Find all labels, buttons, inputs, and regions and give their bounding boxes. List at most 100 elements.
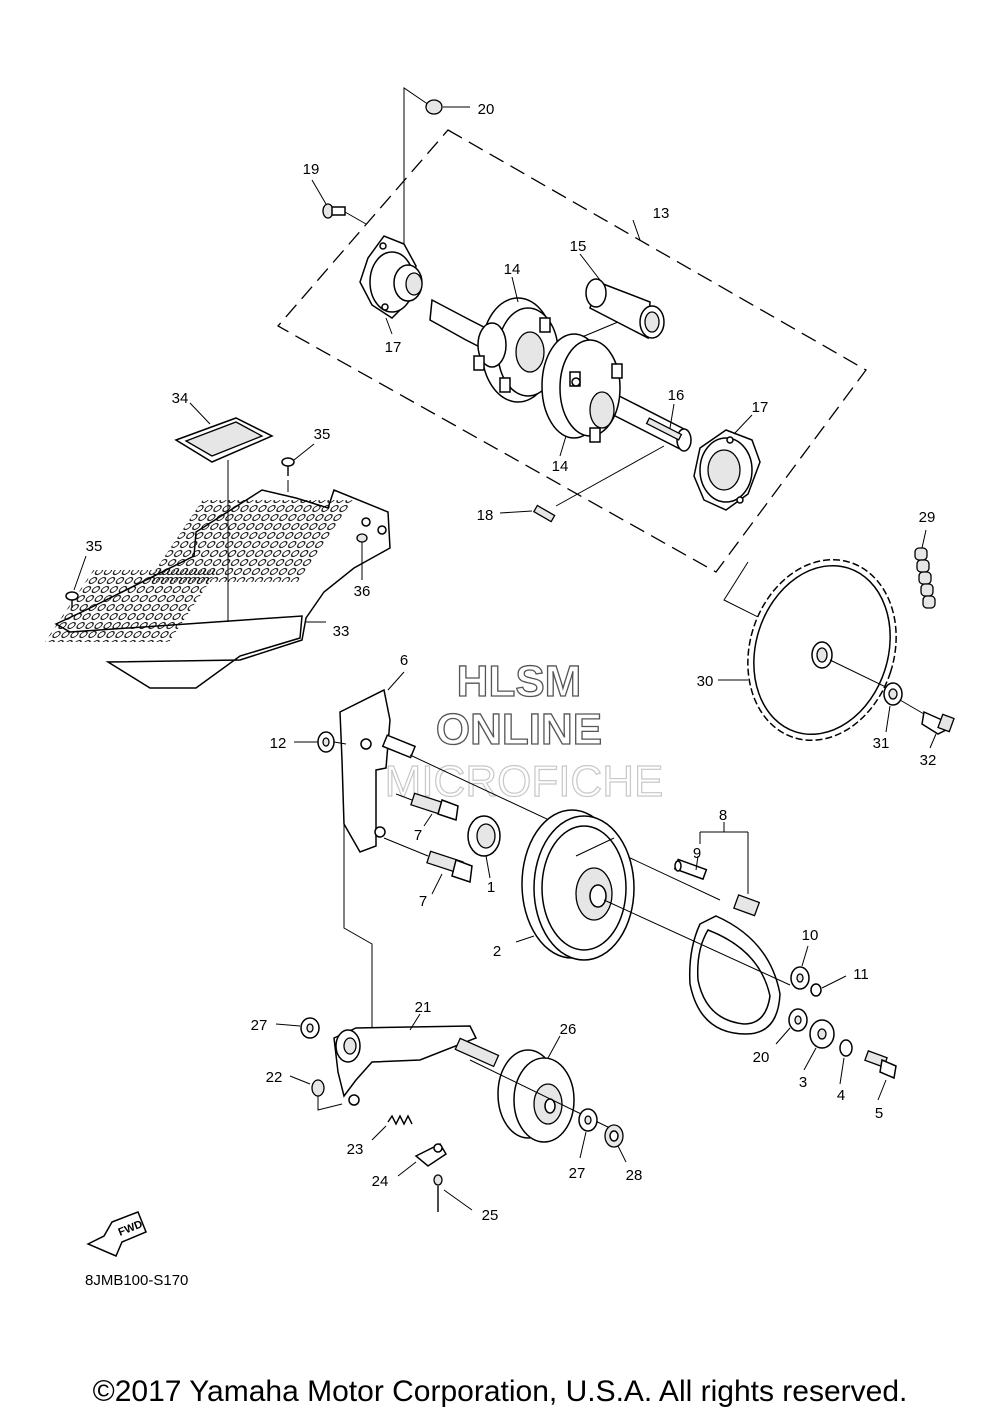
callout-19: 19: [303, 161, 320, 178]
clip-11: [810, 975, 847, 997]
shaft-assembly: [276, 87, 867, 573]
bolt-19: [311, 179, 367, 225]
callout-5: 5: [875, 1105, 883, 1122]
callout-8: 8: [719, 807, 727, 824]
bolt-5: [864, 1050, 897, 1101]
spring-23: [348, 1094, 413, 1141]
cap-nut-20: [425, 99, 443, 115]
callout-31: 31: [873, 735, 890, 752]
callout-32: 32: [920, 752, 937, 769]
washer-3: [803, 1019, 835, 1071]
callout-17-left: 17: [385, 339, 402, 356]
bolt-25: [433, 1174, 473, 1212]
leader-15: [579, 253, 601, 281]
callout-26: 26: [560, 1021, 577, 1038]
bracket-24: [397, 1143, 448, 1177]
callout-2: 2: [493, 943, 501, 960]
callout-labels: 1 2 3 4 5 6 7 7 8 9 10 11 12 13 14 14 15…: [86, 101, 937, 1224]
leader-31-axis: [829, 659, 893, 691]
bracket-6: [339, 671, 417, 1040]
washer-10: [790, 945, 810, 990]
leader-13: [632, 219, 641, 241]
flange-bearing-17-left: [359, 235, 423, 335]
callout-27-right: 27: [569, 1165, 586, 1182]
callout-24: 24: [372, 1173, 389, 1190]
callout-25: 25: [482, 1207, 499, 1224]
callout-16: 16: [668, 387, 685, 404]
skid-plate-33: [44, 489, 391, 689]
callout-15: 15: [570, 238, 587, 255]
washer-27-left: [275, 1017, 320, 1039]
spacer-15: [585, 278, 665, 340]
sprocket-30: [718, 558, 897, 742]
washer-27-right: [578, 1108, 598, 1159]
callout-21: 21: [415, 999, 432, 1016]
flange-bearing-17-right: [693, 429, 761, 511]
bolt-7-lower: [383, 837, 473, 895]
callout-34: 34: [172, 390, 189, 407]
callout-7-upper: 7: [414, 827, 422, 844]
diagram-code: 8JMB100-S170: [85, 1272, 189, 1289]
label-plate-34: [174, 402, 274, 622]
key-18: [499, 445, 665, 523]
callout-18: 18: [477, 507, 494, 524]
callout-6: 6: [400, 652, 408, 669]
brake-band-8: [688, 822, 781, 1035]
washer-20-lower: [775, 1008, 808, 1045]
callout-35-left: 35: [86, 538, 103, 555]
callout-1: 1: [487, 879, 495, 896]
callout-28: 28: [626, 1167, 643, 1184]
tension-arm-21: [333, 1013, 478, 1098]
fwd-arrow-icon: FWD: [86, 1211, 147, 1257]
callout-36: 36: [354, 583, 371, 600]
callout-29: 29: [919, 509, 936, 526]
callout-11: 11: [853, 966, 869, 983]
callout-22: 22: [266, 1069, 283, 1086]
chain-29: [914, 529, 936, 609]
screw-35-top: [281, 443, 315, 492]
callout-17-right: 17: [752, 399, 769, 416]
washer-31: [883, 682, 903, 733]
screw-35-left: [65, 555, 87, 608]
bolt-7-upper: [395, 792, 459, 827]
leader-20-top: [403, 87, 433, 252]
pin-9: [673, 855, 708, 881]
axis-drum-hardware: [603, 899, 791, 986]
washer-4: [839, 1039, 853, 1085]
coupling-hub-14b: [541, 333, 623, 443]
bearing-1: [467, 815, 501, 879]
washer-12: [294, 731, 347, 753]
leader-16: [669, 403, 675, 429]
assembly-13-outline: [276, 129, 867, 573]
leader-14a: [511, 276, 519, 303]
idler-pulley-26: [454, 1035, 575, 1143]
nut-28: [604, 1124, 627, 1163]
nut-22: [289, 1075, 343, 1111]
callout-27-left: 27: [251, 1017, 268, 1034]
callout-20-upper: 20: [478, 101, 495, 118]
bolt-32: [899, 699, 955, 749]
callout-14-lower: 14: [552, 458, 569, 475]
callout-14-upper: 14: [504, 261, 521, 278]
leader-sprocket-link: [723, 561, 765, 621]
callout-23: 23: [347, 1141, 364, 1158]
callout-35-top: 35: [314, 426, 331, 443]
callout-7-lower: 7: [419, 893, 427, 910]
watermark: HLSM ONLINE MICROFICHE: [384, 656, 664, 806]
brake-drum-2: [515, 809, 635, 961]
callout-10: 10: [802, 927, 819, 944]
watermark-line2: ONLINE: [436, 705, 602, 754]
callout-20-lower: 20: [753, 1049, 770, 1066]
callout-4: 4: [837, 1087, 845, 1104]
copyright-notice: ©2017 Yamaha Motor Corporation, U.S.A. A…: [92, 1375, 908, 1408]
nut-36: [356, 533, 368, 580]
callout-30: 30: [697, 673, 714, 690]
callout-13: 13: [653, 205, 670, 222]
leader-17b: [733, 414, 753, 435]
callout-33: 33: [333, 623, 350, 640]
watermark-line1: HLSM: [457, 657, 582, 706]
callout-3: 3: [799, 1074, 807, 1091]
leader-14b: [559, 435, 567, 457]
callout-12: 12: [270, 735, 287, 752]
